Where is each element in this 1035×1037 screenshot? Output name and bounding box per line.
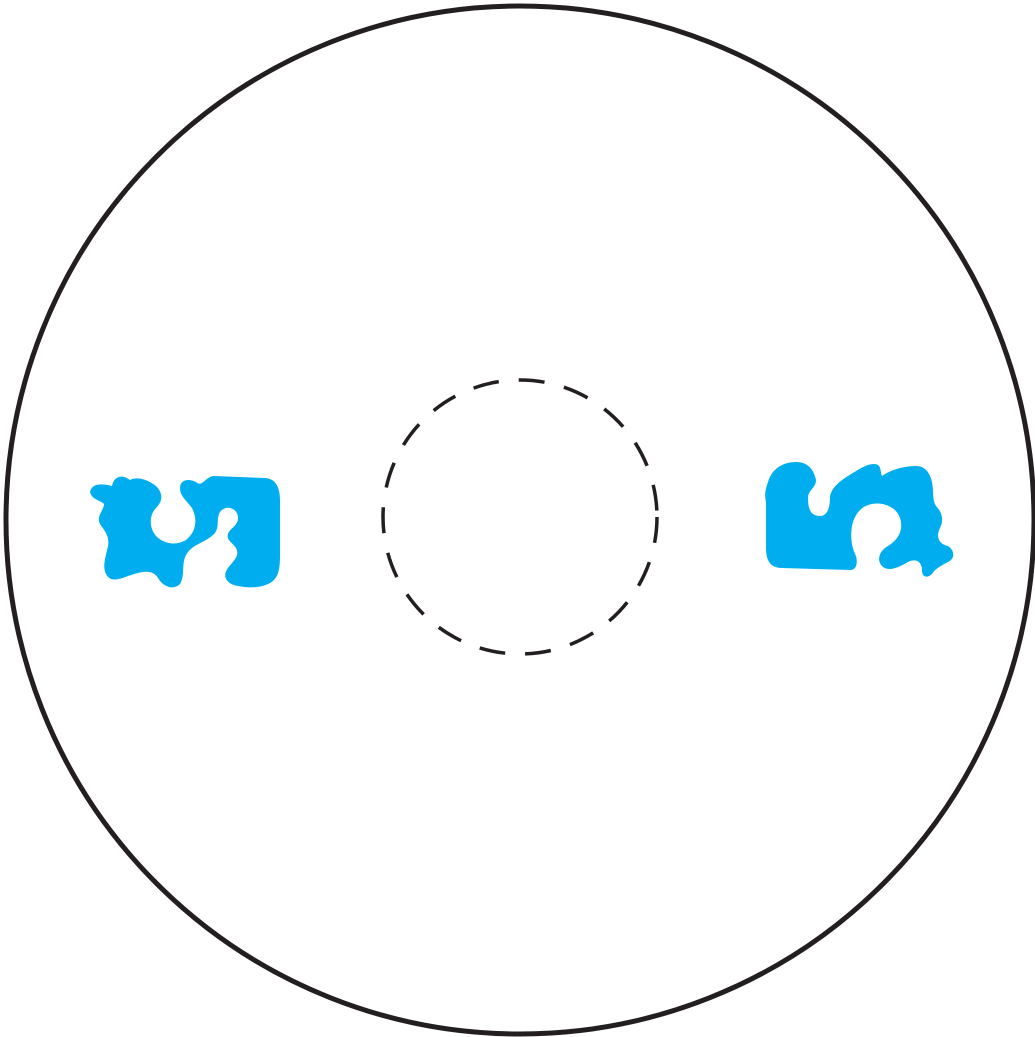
outer-circle xyxy=(6,6,1034,1034)
